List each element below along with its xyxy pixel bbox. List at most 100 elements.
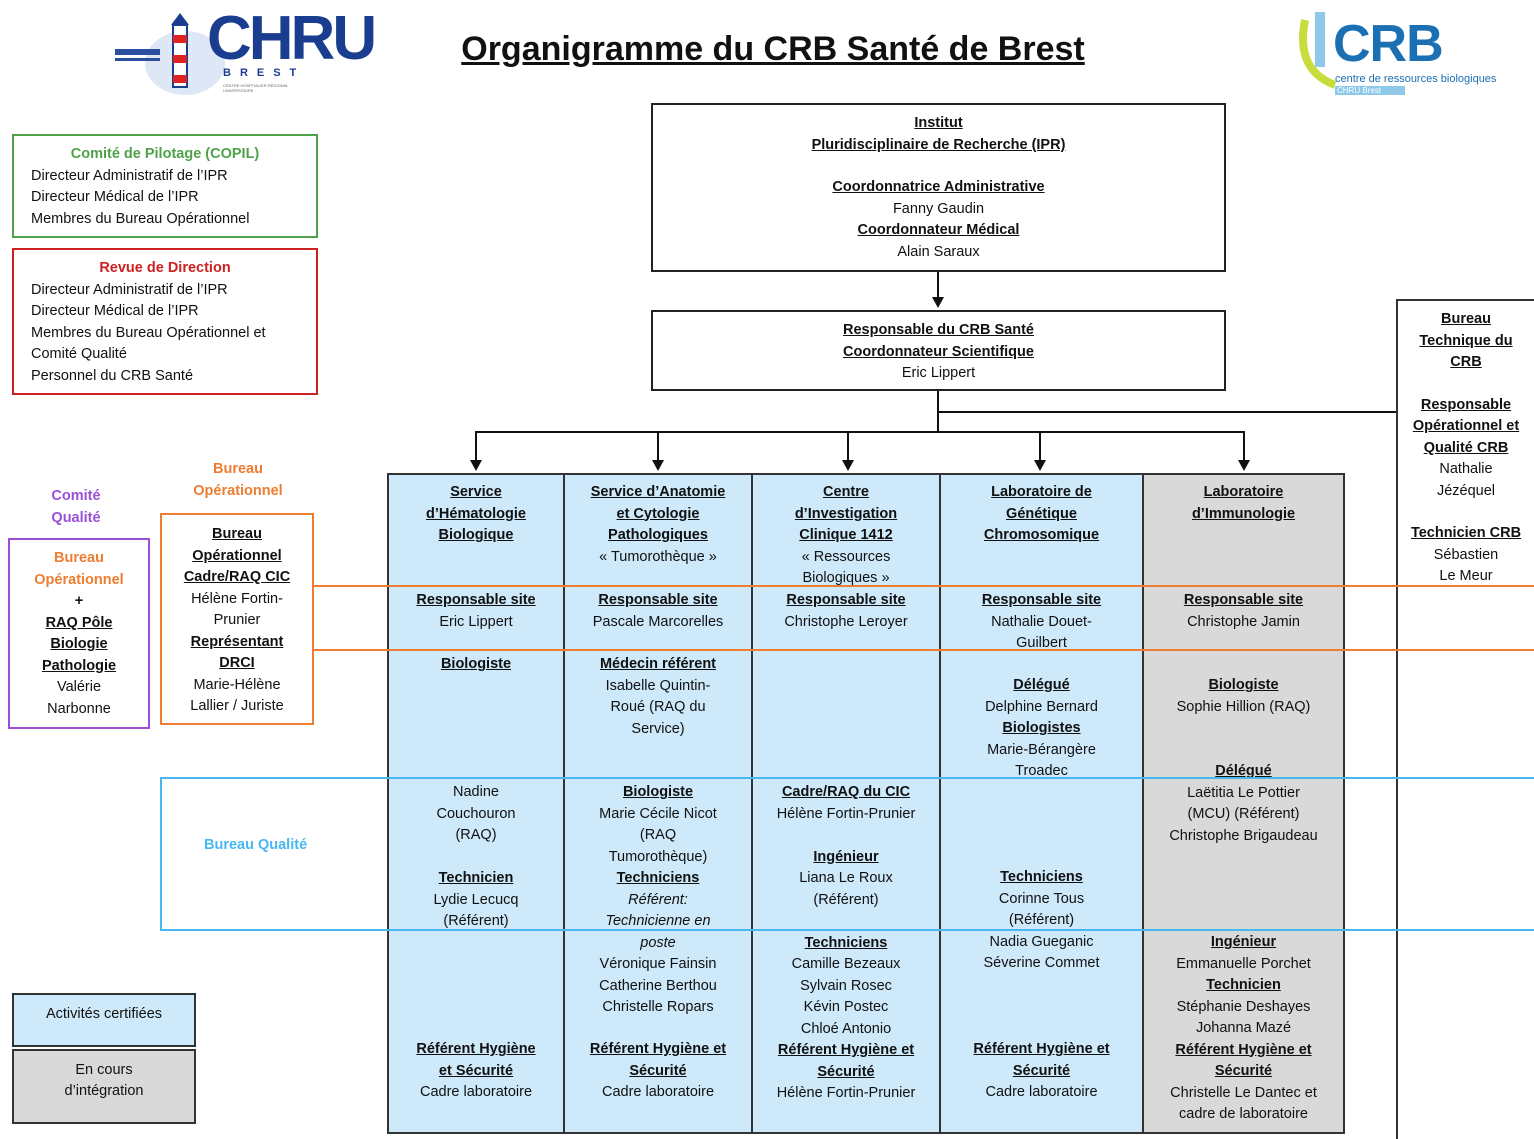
col4-header: Laboratoire de Génétique Chromosomique [983, 484, 1100, 543]
bureau-qualite-label: Bureau Qualité [204, 837, 308, 853]
bureau-operationnel-box: Bureau Opérationnel Cadre/RAQ CIC Hélène… [160, 513, 314, 725]
chru-logo-text: CHRU [207, 4, 377, 73]
bureau-qualite-line-bottom [160, 929, 1534, 931]
legend-integration: En cours d’intégration [12, 1049, 196, 1124]
page-title: Organigramme du CRB Santé de Brest [461, 30, 1085, 68]
col3-qualite: Cadre/RAQ du CIC Hélène Fortin-Prunier I… [776, 784, 916, 1101]
col4-responsable: Responsable site Nathalie Douet- Guilber… [981, 592, 1102, 651]
crb-logo-mark-icon [1299, 12, 1337, 89]
crb-logo-sub: centre de ressources biologiques [1335, 73, 1497, 85]
bureau-technique-title: Bureau [1441, 311, 1491, 327]
raq-pole-name: Valérie [56, 679, 102, 695]
col2-medecin: Médecin référent Isabelle Quintin- Roué … [599, 656, 717, 737]
column-cic [751, 473, 941, 1134]
revue-box: Revue de Direction Directeur Administrat… [12, 248, 318, 395]
col1-header: Service d’Hématologie Biologique [426, 484, 526, 543]
copil-line: Directeur Administratif de l’IPR [31, 167, 228, 184]
copil-line: Directeur Médical de l’IPR [31, 189, 199, 205]
bureau-qualite-frame [160, 777, 389, 931]
col2-responsable: Responsable site Pascale Marcorelles [592, 592, 724, 630]
revue-line: Directeur Administratif de l’IPR [31, 281, 228, 298]
chru-logo-sub2: CENTRE HOSPITALIER RÉGIONAL UNIVERSITAIR… [223, 83, 289, 93]
column-immunologie [1142, 473, 1345, 1134]
bureau-op-box-title: Opérationnel [192, 547, 282, 564]
lighthouse-icon [115, 13, 225, 95]
column-anatomie [563, 473, 753, 1134]
ipr-box: Institut Pluridisciplinaire de Recherche… [651, 103, 1226, 272]
plus-sign: + [74, 593, 84, 609]
crb-logo: CRB centre de ressources biologiques CHR… [1295, 10, 1520, 102]
col4-techniciens: Techniciens Corinne Tous (Référent) Nadi… [983, 869, 1100, 971]
raq-pole-role: Pathologie [41, 657, 117, 674]
ipr-role-admin: Coordonnatrice Administrative [832, 179, 1045, 195]
responsable-role: Responsable du CRB Santé [843, 322, 1034, 338]
ipr-title-2: Pluridisciplinaire de Recherche (IPR) [811, 136, 1066, 153]
col3-responsable: Responsable site Christophe Leroyer [784, 592, 908, 630]
col3-header: Centre d’Investigation Clinique 1412 « R… [794, 484, 898, 586]
bureau-technique-title: CRB [1450, 354, 1482, 370]
bureau-op-title: Opérationnel [34, 571, 124, 588]
crb-logo-sub2: CHRU Brest [1335, 86, 1405, 95]
revue-line: Directeur Médical de l’IPR [31, 303, 199, 319]
drci-name: Marie-Hélène [193, 676, 281, 693]
raq-pole-role: Biologie [50, 636, 108, 652]
bureau-technique-role: Qualité CRB [1423, 439, 1509, 456]
ipr-name-admin: Fanny Gaudin [892, 200, 985, 217]
copil-title: Comité de Pilotage (COPIL) [70, 146, 260, 162]
bureau-technique-name: Jézéquel [1436, 482, 1496, 499]
col2-qualite: Biologiste Marie Cécile Nicot (RAQ Tumor… [599, 784, 717, 1015]
bureau-technique-role: Opérationnel et [1412, 418, 1520, 434]
bureau-operationnel-label: Bureau Opérationnel [193, 461, 283, 499]
col5-biologiste: Biologiste Sophie Hillion (RAQ) [1176, 677, 1311, 715]
bureau-operationnel-line-bottom [314, 649, 1534, 651]
cadre-raq-cic-role: Cadre/RAQ CIC [183, 569, 291, 585]
comite-qualite-label: Comité Qualité [51, 488, 101, 526]
column-hematologie [387, 473, 565, 1134]
comite-qualite-box: Bureau Opérationnel + RAQ Pôle Biologie … [8, 538, 150, 729]
bureau-op-title: Bureau [54, 550, 104, 566]
col1-biologiste: Biologiste [440, 656, 512, 672]
column-genetique [939, 473, 1144, 1134]
revue-title: Revue de Direction [99, 260, 231, 276]
col1-hygiene: Référent Hygiène et Sécurité Cadre labor… [416, 1041, 536, 1100]
bureau-technique-name: Nathalie [1439, 461, 1493, 477]
responsable-name: Eric Lippert [901, 365, 976, 381]
col2-header: Service d’Anatomie et Cytologie Patholog… [590, 484, 726, 565]
col5-delegue: Délégué Laëtitia Le Pottier (MCU) (Référ… [1169, 763, 1318, 844]
drci-role: Représentant [190, 633, 284, 650]
copil-line: Membres du Bureau Opérationnel [31, 210, 250, 227]
bureau-technique-box: Bureau Technique du CRB Responsable Opér… [1396, 299, 1534, 1139]
bureau-operationnel-line-top [314, 585, 1534, 587]
technicien-crb-name: Le Meur [1439, 568, 1493, 584]
col4-delegue: Délégué Delphine Bernard Biologistes Mar… [985, 677, 1098, 779]
revue-line: Comité Qualité [31, 346, 127, 362]
raq-pole-name: Narbonne [47, 700, 111, 717]
crb-logo-text: CRB [1333, 15, 1444, 73]
revue-line: Membres du Bureau Opérationnel et [31, 324, 266, 341]
drci-role: DRCI [219, 655, 255, 671]
col5-responsable: Responsable site Christophe Jamin [1183, 592, 1304, 630]
col1-responsable: Responsable site Eric Lippert [416, 592, 536, 630]
bureau-qualite-line-top [160, 777, 1534, 779]
copil-box: Comité de Pilotage (COPIL) Directeur Adm… [12, 134, 318, 238]
responsable-box: Responsable du CRB Santé Coordonnateur S… [651, 310, 1226, 391]
ipr-name-medical: Alain Saraux [897, 243, 980, 260]
technicien-crb-name: Sébastien [1433, 546, 1499, 563]
bureau-technique-role: Responsable [1420, 396, 1512, 413]
raq-pole-role: RAQ Pôle [45, 614, 113, 631]
ipr-role-medical: Coordonnateur Médical [857, 222, 1020, 238]
bureau-technique-title: Technique du [1419, 332, 1513, 349]
col5-ingenieur: Ingénieur Emmanuelle Porchet Technicien … [1170, 934, 1317, 1122]
col1-qualite: Nadine Couchouron (RAQ) Technicien Lydie… [433, 784, 519, 929]
drci-name: Lallier / Juriste [190, 698, 284, 714]
coordonnateur-role: Coordonnateur Scientifique [843, 343, 1034, 360]
revue-line: Personnel du CRB Santé [31, 367, 194, 384]
cadre-raq-cic-name: Hélène Fortin- [191, 590, 283, 607]
legend-certified: Activités certifiées [12, 993, 196, 1047]
col5-header: Laboratoire d’Immunologie [1191, 484, 1296, 522]
ipr-title-1: Institut [914, 115, 963, 131]
col4-hygiene: Référent Hygiène et Sécurité Cadre labor… [973, 1041, 1110, 1100]
bureau-op-box-title: Bureau [212, 526, 262, 542]
chru-logo: CHRU BREST CENTRE HOSPITALIER RÉGIONAL U… [115, 4, 377, 100]
chru-logo-sub: BREST [223, 67, 306, 79]
